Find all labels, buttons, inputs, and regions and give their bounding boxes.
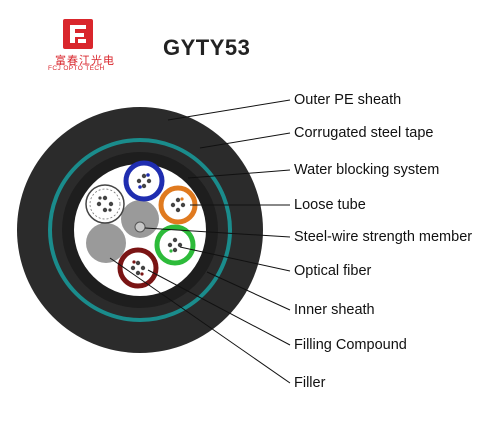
leader-line-optical-fiber	[179, 246, 291, 272]
callout-outer-pe-sheath: Outer PE sheath	[294, 92, 402, 108]
leader-line-steel-wire-strength-member	[144, 227, 291, 238]
leader-line-water-blocking-system	[187, 169, 291, 179]
brand-name-en: FCJ OPTO TECH	[48, 65, 105, 72]
leader-line-filling-compound	[147, 269, 291, 346]
leader-line-inner-sheath	[206, 271, 291, 311]
diagram-title: GYTY53	[163, 35, 251, 60]
callout-steel-wire-strength-member: Steel-wire strength member	[294, 229, 473, 245]
filler-left	[86, 223, 126, 263]
optical-fibers	[170, 197, 186, 213]
leader-line-filler	[109, 257, 291, 384]
optical-fibers	[167, 237, 183, 253]
optical-fibers	[136, 173, 152, 189]
callout-optical-fiber: Optical fiber	[294, 263, 372, 279]
brand-name-cn: 富春江光电	[55, 55, 115, 67]
leader-lines	[109, 99, 291, 384]
loose-tube-orange	[158, 185, 198, 225]
callout-inner-sheath: Inner sheath	[294, 302, 375, 318]
brand-logo-icon	[63, 19, 93, 49]
corrugated-steel-tape	[48, 138, 232, 322]
steel-wire-strength-member	[134, 221, 146, 233]
optical-fibers	[96, 195, 114, 213]
loose-tube-brown	[117, 247, 159, 289]
callout-filling-compound: Filling Compound	[294, 337, 407, 353]
callout-loose-tube: Loose tube	[294, 197, 366, 213]
callout-water-blocking-system: Water blocking system	[294, 162, 440, 178]
leader-line-outer-pe-sheath	[167, 99, 291, 121]
loose-tube-blue	[123, 160, 165, 202]
callout-corrugated-steel-tape: Corrugated steel tape	[294, 125, 434, 141]
callout-filler: Filler	[294, 375, 326, 391]
loose-tube-green	[154, 224, 196, 266]
loose-tube-white	[85, 184, 125, 224]
leader-line-corrugated-steel-tape	[199, 132, 291, 149]
optical-fibers	[130, 260, 146, 276]
